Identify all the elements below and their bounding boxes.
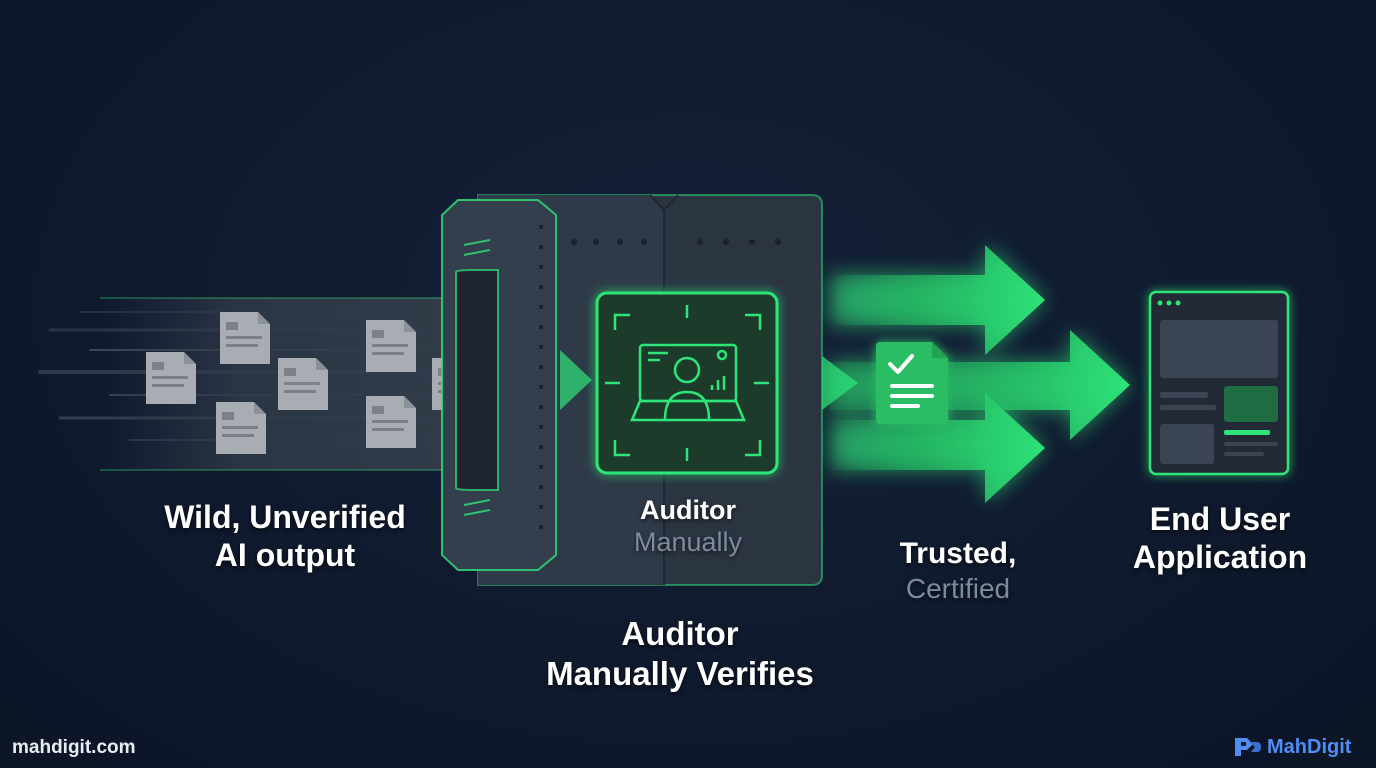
auditor-stage-line2: Manually Verifies [546,654,814,692]
output-arrows [818,245,1130,503]
document-icon [220,312,270,364]
document-icon [216,402,266,454]
input-stage-label: Wild, Unverified AI output [135,498,435,575]
destination-stage-line1: End User [1149,501,1291,537]
output-stage-label: Trusted, Certified [868,536,1048,606]
document-icon [366,396,416,448]
document-icon [366,320,416,372]
input-stage-line1: Wild, Unverified [164,499,406,535]
input-stage-line2: AI output [214,537,356,574]
site-url: mahdigit.com [12,737,136,758]
brand-logo-icon [1235,738,1261,756]
document-icon [278,358,328,410]
destination-stage-label: End User Application [1110,500,1330,577]
auditor-screen-title: Auditor [640,495,736,525]
auditor-machine [441,194,823,586]
brand: MahDigit [1233,733,1351,761]
output-stage-line2: Certified [905,573,1011,604]
app-window-icon [1148,290,1290,476]
certified-document-icon [876,342,948,424]
destination-stage-line2: Application [1132,539,1308,576]
auditor-screen-label: Auditor Manually [588,494,788,559]
auditor-screen-subtitle: Manually [633,527,743,558]
output-stage-line1: Trusted, [899,537,1017,570]
document-icon [146,352,196,404]
auditor-stage-line1: Auditor [621,615,739,652]
auditor-stage-label: Auditor Manually Verifies [510,614,850,693]
brand-name: MahDigit [1267,735,1352,758]
auditor-person-icon [605,305,769,461]
